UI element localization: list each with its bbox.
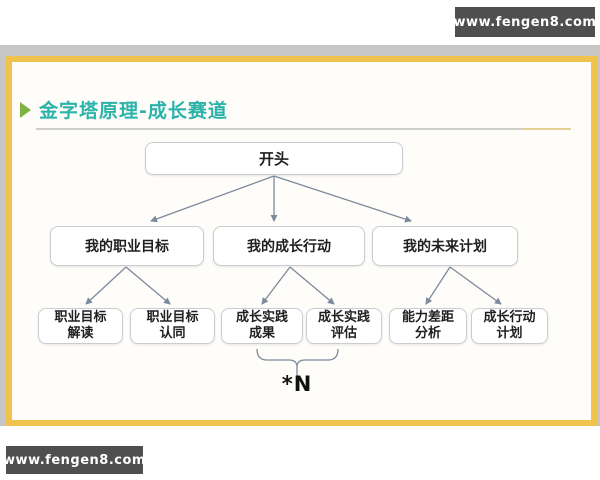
left-gray-strip [0,45,6,426]
node-label-line1: 职业目标 [54,309,107,325]
node-label-line1: 职业目标 [146,309,199,325]
multiplier-annotation: *N [281,372,313,396]
right-gray-strip [597,45,600,426]
watermark-text-bottom: www.fengen8.com [3,452,146,468]
title-divider [36,128,523,130]
title-divider-accent [523,128,571,130]
node-label: 我的未来计划 [403,239,487,255]
title-bullet-icon [20,102,31,118]
node-practice-evaluation: 成长实践 评估 [306,308,382,344]
node-growth-action: 我的成长行动 [213,226,365,266]
node-label-line2: 计划 [496,326,523,341]
node-gap-analysis: 能力差距 分析 [389,308,467,344]
node-root: 开头 [145,142,403,175]
node-action-plan: 成长行动 计划 [471,308,548,344]
node-label-line1: 成长实践 [317,309,370,325]
node-label-line1: 成长实践 [235,309,288,325]
node-label-line2: 评估 [330,326,357,341]
node-future-plan: 我的未来计划 [372,226,518,266]
page-title: 金字塔原理-成长赛道 [39,100,228,122]
watermark-badge-top: www.fengen8.com [453,7,597,37]
watermark-badge-bottom: www.fengen8.com [3,446,146,474]
node-label: 我的成长行动 [247,239,331,255]
node-label-line1: 能力差距 [401,309,454,325]
node-label-line1: 成长行动 [483,309,536,325]
node-root-label: 开头 [258,150,289,168]
node-label-line2: 认同 [159,326,186,341]
top-gray-strip [0,45,600,56]
node-label-line2: 解读 [67,326,94,341]
node-label-line2: 分析 [414,326,441,341]
watermark-text-top: www.fengen8.com [453,14,597,30]
node-label-line2: 成果 [248,326,275,341]
node-goal-identification: 职业目标 认同 [130,308,215,344]
node-label: 我的职业目标 [85,239,169,255]
node-goal-interpretation: 职业目标 解读 [38,308,123,344]
node-practice-results: 成长实践 成果 [221,308,303,344]
node-career-goal: 我的职业目标 [50,226,204,266]
